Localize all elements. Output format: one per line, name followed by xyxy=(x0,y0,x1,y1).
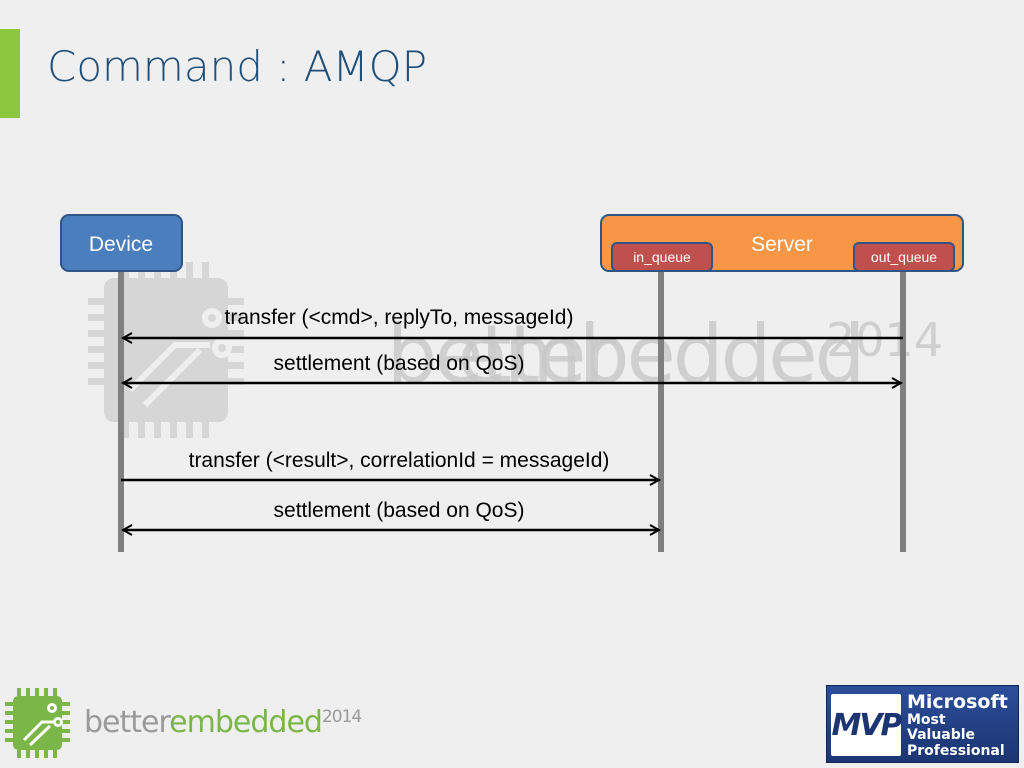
footer-brand-better: better xyxy=(84,705,170,740)
footer-chip-logo xyxy=(5,688,70,758)
mvp-mark: MVP xyxy=(831,707,902,743)
out-queue-label: out_queue xyxy=(871,249,937,265)
message-label-1: transfer (<cmd>, replyTo, messageId) xyxy=(225,306,574,329)
in-queue-label: in_queue xyxy=(633,249,691,265)
watermark-year: 2014 xyxy=(826,313,943,367)
message-label-3: transfer (<result>, correlationId = mess… xyxy=(189,449,610,472)
server-label: Server xyxy=(751,233,813,256)
device-label: Device xyxy=(89,233,153,256)
title-accent-bar xyxy=(0,29,20,118)
mvp-badge: MVP Microsoft Most Valuable Professional xyxy=(826,685,1019,763)
message-label-2: settlement (based on QoS) xyxy=(274,352,525,375)
footer-brand-year: 2014 xyxy=(321,707,362,727)
mvp-logo-box: MVP xyxy=(831,694,903,756)
device-box xyxy=(60,214,183,272)
out-queue-box xyxy=(853,242,955,272)
slide-title: Command : AMQP xyxy=(47,42,428,91)
mvp-text-block: Microsoft Most Valuable Professional xyxy=(907,692,1018,759)
footer-brand-embedded: embedded xyxy=(169,705,323,740)
footer-brand-text: betterembedded2014 xyxy=(84,705,362,740)
mvp-line-2: Professional xyxy=(907,742,1005,759)
in-queue-box xyxy=(611,242,713,272)
mvp-company: Microsoft xyxy=(907,691,1008,713)
mvp-line-1: Most Valuable xyxy=(907,711,976,744)
message-label-4: settlement (based on QoS) xyxy=(274,499,525,522)
watermark-chip-logo xyxy=(88,262,244,438)
